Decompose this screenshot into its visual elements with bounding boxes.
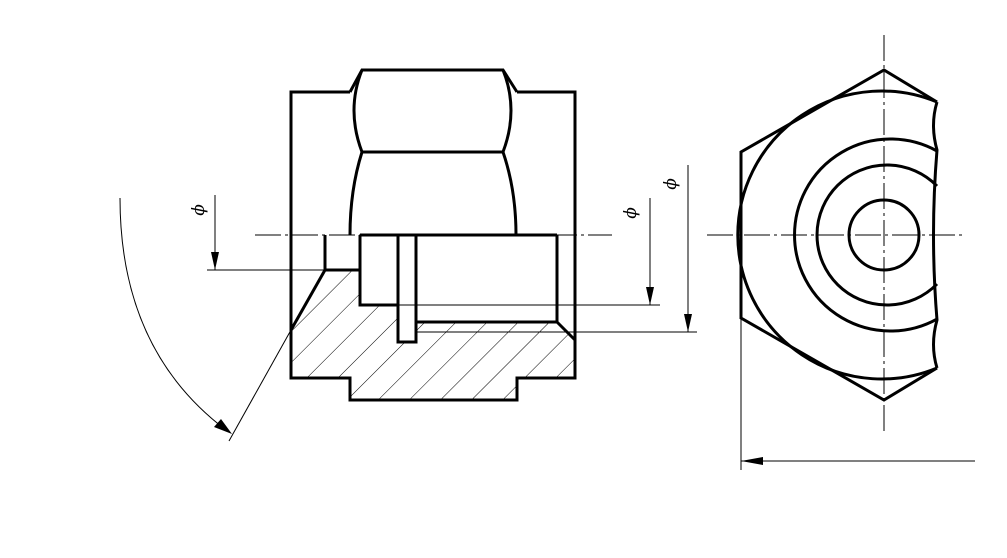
mid-dim-arrowhead: [646, 287, 654, 305]
hex-head-right-arc: [501, 69, 513, 153]
angle-extension-line: [228, 329, 292, 442]
right-diameter-symbol: ϕ: [661, 178, 681, 190]
hex-head-top: [348, 68, 519, 93]
chamfer-right: [555, 320, 577, 342]
chamfer-left: [289, 269, 327, 331]
hex-outline: [739, 68, 938, 402]
left-diameter-symbol: ϕ: [189, 204, 209, 216]
inner-ring-arc: [815, 163, 939, 307]
hex-head-left-arc: [352, 69, 364, 153]
right-dim-arrowhead: [684, 314, 692, 332]
left-dim-arrowhead: [211, 252, 219, 270]
groove: [396, 233, 418, 344]
bore-left-step: [323, 235, 360, 272]
hex-lower-right-curve: [501, 151, 518, 236]
width-dim-arrowhead: [741, 457, 763, 465]
angle-dimension-arc: [119, 197, 227, 431]
side-view: [707, 35, 975, 470]
front-section-view: ϕ ϕ ϕ: [119, 68, 697, 442]
angle-arrowhead: [214, 419, 232, 434]
section-hatch: [291, 270, 575, 400]
bore-middle-step: [358, 235, 398, 307]
hex-lower-left-curve: [348, 151, 364, 236]
mid-diameter-symbol: ϕ: [621, 207, 641, 219]
